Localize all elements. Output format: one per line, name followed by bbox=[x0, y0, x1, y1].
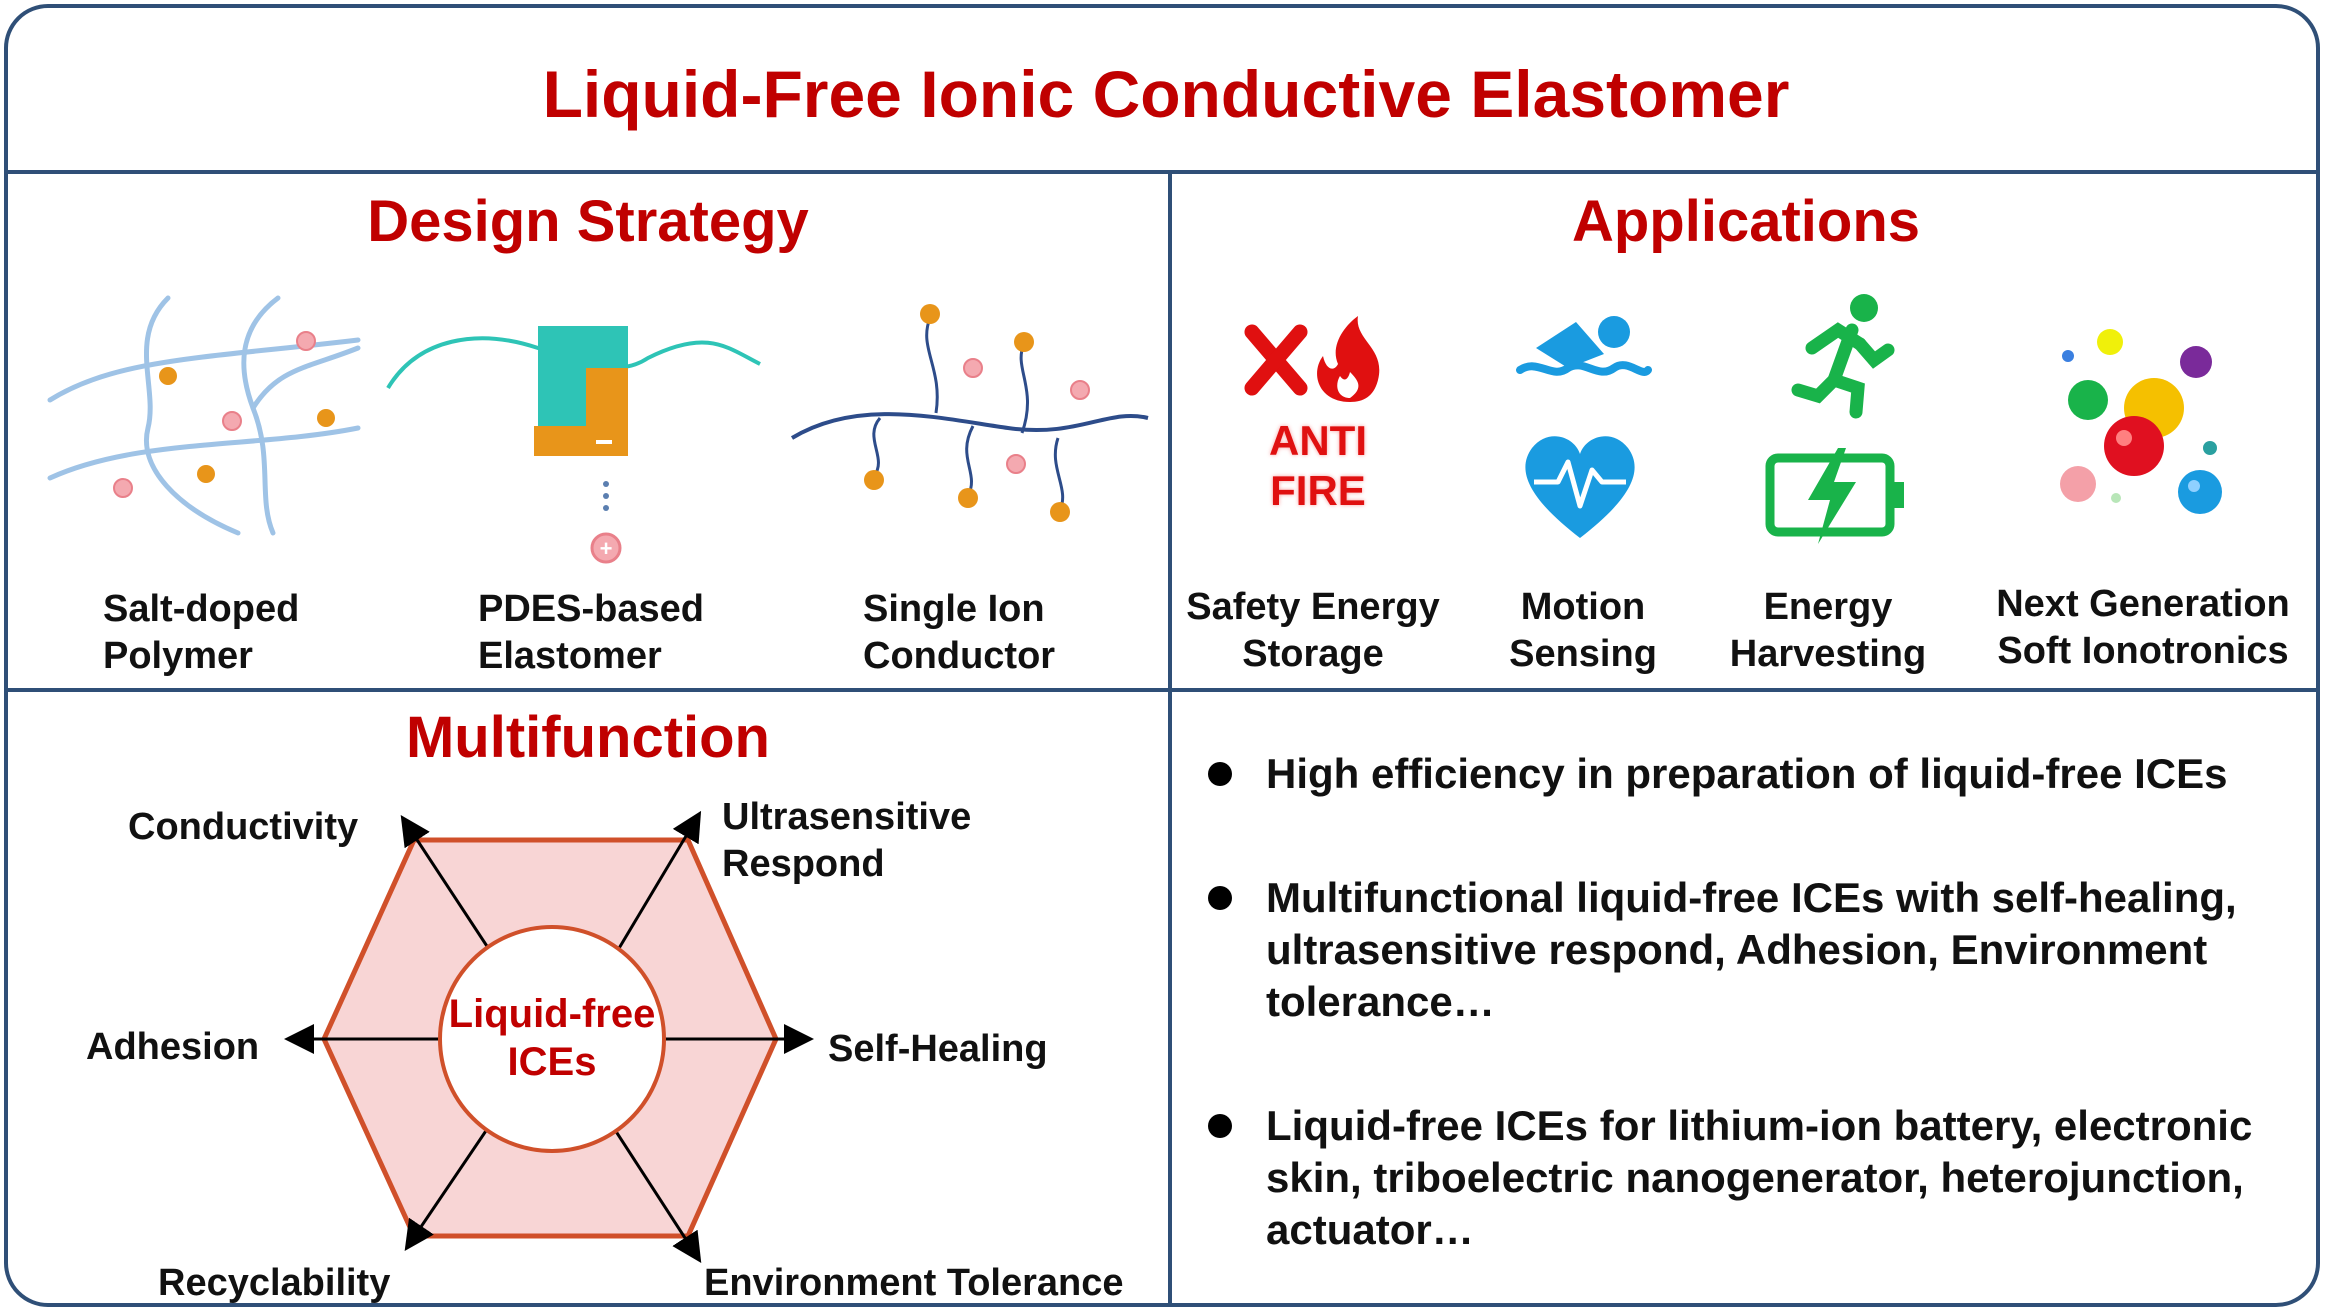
highlight-item: Multifunctional liquid-free ICEs with se… bbox=[1208, 872, 2288, 1028]
environment-tolerance-label: Environment Tolerance bbox=[704, 1262, 1124, 1304]
recyclability-label: Recyclability bbox=[158, 1262, 391, 1304]
bullet-dot bbox=[1208, 762, 1232, 786]
cation-particles bbox=[113, 331, 316, 498]
column-divider bbox=[1168, 170, 1172, 1303]
single-ion-conductor-illustration bbox=[790, 304, 1149, 522]
svg-text:+: + bbox=[600, 536, 613, 561]
no-fire-icon bbox=[1244, 316, 1380, 402]
battery-charging-icon bbox=[1765, 448, 1904, 544]
self-healing-label: Self-Healing bbox=[828, 1028, 1048, 1070]
multifunction-hexagon-diagram bbox=[284, 810, 814, 1264]
highlights-list: High efficiency in preparation of liquid… bbox=[1208, 748, 2288, 1303]
diagram-frame: Liquid-Free Ionic Conductive Elastomer D… bbox=[4, 4, 2320, 1307]
anion-particles bbox=[159, 367, 335, 483]
highlight-item: High efficiency in preparation of liquid… bbox=[1208, 748, 2288, 800]
highlight-item: Liquid-free ICEs for lithium-ion battery… bbox=[1208, 1100, 2288, 1256]
salt-doped-polymer-illustration bbox=[47, 295, 361, 536]
running-icon bbox=[1791, 294, 1895, 419]
multifunction-heading: Multifunction bbox=[405, 705, 770, 770]
main-title: Liquid-Free Ionic Conductive Elastomer bbox=[542, 57, 1790, 131]
bullet-dot bbox=[1208, 886, 1232, 910]
pdes-elastomer-illustration: + bbox=[386, 326, 761, 564]
title-divider bbox=[8, 170, 2316, 174]
arrow-conductivity bbox=[400, 814, 502, 967]
applications-heading: Applications bbox=[1571, 189, 1921, 254]
ionotronics-bubbles-icon bbox=[2060, 329, 2222, 514]
row-divider bbox=[8, 688, 2316, 692]
design-strategy-heading: Design Strategy bbox=[367, 189, 809, 254]
bullet-dot bbox=[1208, 1114, 1232, 1138]
heart-rate-icon bbox=[1525, 436, 1635, 538]
arrow-recyclability bbox=[404, 1115, 498, 1251]
adhesion-label: Adhesion bbox=[86, 1026, 260, 1068]
arrow-environment bbox=[604, 1115, 702, 1264]
conductivity-label: Conductivity bbox=[128, 806, 359, 848]
swimmer-icon bbox=[1516, 316, 1652, 376]
arrow-ultrasensitive bbox=[610, 810, 702, 961]
center-circle bbox=[438, 925, 666, 1153]
